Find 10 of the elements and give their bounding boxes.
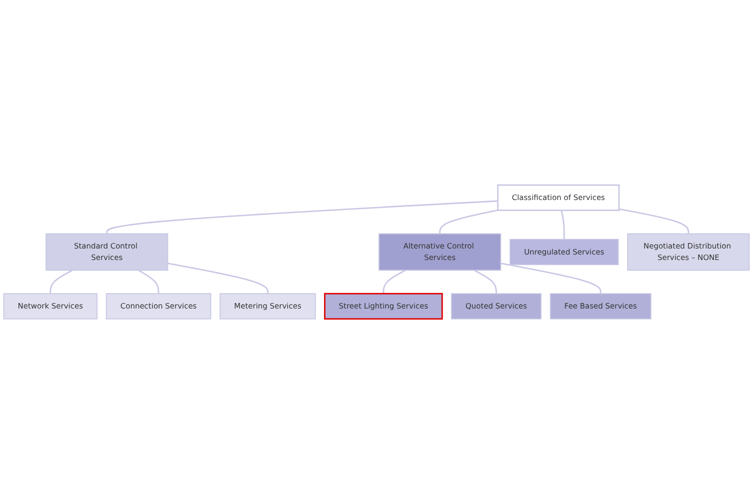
connector <box>474 270 497 294</box>
connector <box>439 209 498 234</box>
connector <box>50 270 73 294</box>
connector <box>168 262 268 294</box>
connector <box>382 270 406 294</box>
connector <box>138 270 160 294</box>
connector <box>500 262 602 294</box>
connector <box>618 208 690 234</box>
connector <box>560 210 565 240</box>
connector <box>106 200 498 234</box>
